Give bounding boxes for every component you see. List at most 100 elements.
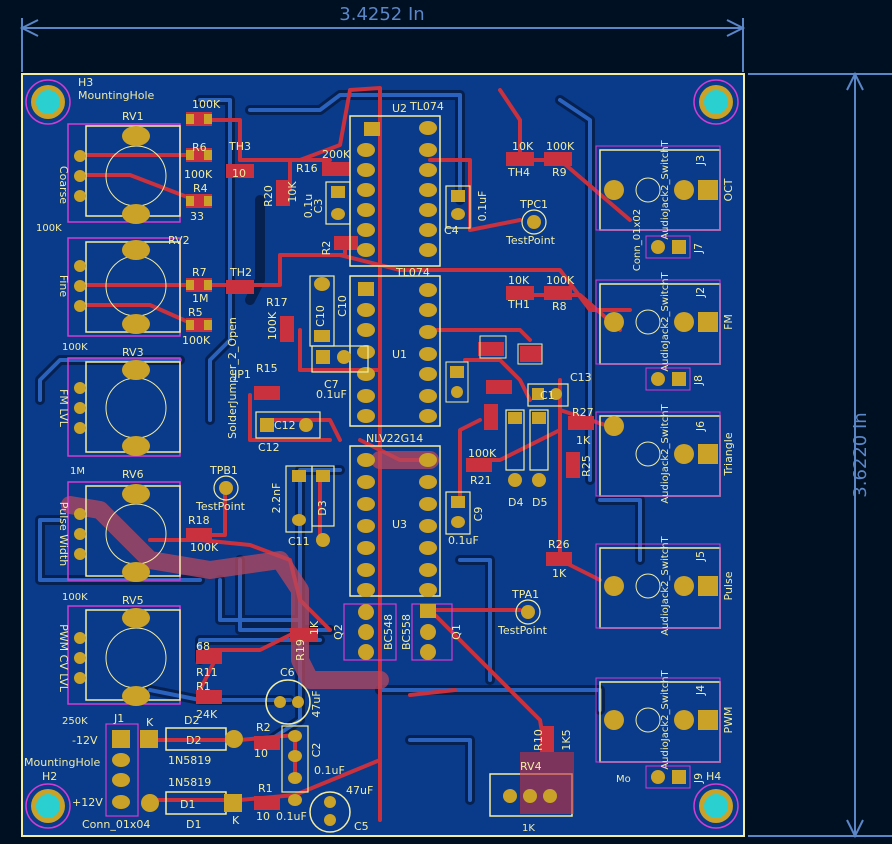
c2-value: 0.1uF	[314, 764, 345, 777]
trimmer-rv4	[489, 752, 574, 817]
c13-value: C1	[540, 389, 555, 402]
potentiometer-rv2	[67, 237, 181, 337]
j1-ref: J1	[113, 712, 124, 725]
plus-12v-label: +12V	[72, 796, 103, 809]
u2-value: TL074	[409, 100, 444, 113]
j5-name: Pulse	[722, 571, 735, 600]
rv1-name: Coarse	[57, 166, 70, 204]
capacitor-c9	[445, 491, 471, 535]
j3-value: AudioJack2_SwitchT	[660, 139, 671, 239]
h3-ref: H3	[78, 76, 93, 89]
th3-ref: TH3	[228, 140, 251, 153]
q1-ref: Q1	[450, 624, 463, 640]
smd-pads-left	[186, 114, 212, 330]
audio-jack-j4	[595, 677, 721, 789]
tpc1-ref: TPC1	[519, 198, 548, 211]
rv5-name: PWM CV LVL	[57, 624, 70, 693]
rv4-ref: RV4	[520, 760, 542, 773]
capacitor-c7	[311, 345, 369, 373]
ic-u3	[349, 445, 441, 597]
d1-cathode: K	[232, 814, 240, 827]
audio-jack-j5	[595, 543, 721, 629]
rv6-ref: RV6	[122, 468, 144, 481]
r3-value: 100K	[192, 98, 221, 111]
h3-value: MountingHole	[78, 89, 155, 102]
jp1-ref: JP1	[233, 368, 251, 381]
d3-ref: D3	[316, 500, 329, 515]
j6-name: Triangle	[722, 432, 735, 476]
r18-ref: R18	[188, 514, 210, 527]
q2-ref: Q2	[332, 624, 345, 640]
q1-value: BC558	[400, 614, 413, 650]
r7-value: 1M	[192, 292, 209, 305]
diode-d2	[140, 727, 243, 751]
j7-ref: J7	[692, 243, 705, 254]
c2-ref: C2	[310, 743, 323, 758]
c3-ref: C3	[312, 199, 325, 214]
tpb1-value: TestPoint	[195, 500, 246, 513]
capacitor-c10	[309, 275, 335, 347]
r18-value: 100K	[190, 541, 219, 554]
r12-ref: R1	[196, 680, 211, 693]
c9-ref: C9	[472, 507, 485, 522]
capacitor-c4	[445, 185, 471, 229]
r6-value: 100K	[184, 168, 213, 181]
r19-value: 1K	[308, 620, 321, 635]
r27-value: 1K	[576, 434, 591, 447]
d5-ref: D5	[532, 496, 547, 509]
rv1-ref: RV1	[122, 110, 144, 123]
c11-value: 2.2nF	[270, 483, 283, 514]
j2-name: FM	[722, 314, 735, 330]
r21b-value: 100K	[468, 447, 497, 460]
d2-ref-top: D2	[184, 714, 199, 727]
d1-value: 1N5819	[168, 776, 211, 789]
h4-ref: H4	[706, 770, 721, 783]
capacitor-c6	[265, 679, 311, 725]
r9-ref: R9	[552, 166, 567, 179]
r11-ref: R11	[196, 666, 218, 679]
r11-value: 68	[196, 640, 210, 653]
j8-ref: J8	[692, 375, 705, 386]
diode-d5	[529, 409, 549, 487]
mounting-hole-h3	[25, 79, 71, 125]
rv3-name: FM LVL	[57, 389, 70, 428]
th3-value: 10	[232, 167, 246, 180]
th1-value: 10K	[508, 274, 530, 287]
d4-ref: D4	[508, 496, 523, 509]
u3-value: NLV22G14	[366, 432, 423, 445]
d2-ref: D2	[186, 734, 201, 747]
r4-ref: R4	[193, 182, 208, 195]
th1-ref: TH1	[507, 298, 530, 311]
c10-ref: C10	[336, 295, 349, 317]
c13-ref: C13	[570, 371, 592, 384]
j4-value: AudioJack2_SwitchT	[660, 669, 671, 769]
j7-value: Conn_01x02	[632, 209, 643, 271]
c9-value: 0.1uF	[448, 534, 479, 547]
tpa1-ref: TPA1	[511, 588, 539, 601]
r16-ref: R16	[296, 162, 318, 175]
j2-value: AudioJack2_SwitchT	[660, 271, 671, 371]
r1-value: 10	[256, 810, 270, 823]
transistor-q1	[411, 603, 453, 661]
r7-ref: R7	[192, 266, 207, 279]
c4-ref: C4	[444, 224, 459, 237]
width-dimension-label: 3.4252 In	[339, 4, 424, 25]
r20-ref: R20	[262, 185, 275, 207]
testpoint-tpc1	[521, 209, 547, 235]
c6-value: 47uF	[310, 690, 323, 717]
width-dimension	[19, 18, 746, 72]
c4-value: 0.1uF	[476, 191, 489, 222]
tpa1-value: TestPoint	[497, 624, 548, 637]
rv3-value: 1M	[70, 466, 85, 477]
audio-jack-j3	[595, 145, 721, 259]
height-dimension	[748, 71, 892, 839]
rv1-value: 100K	[36, 223, 62, 234]
mounting-hole-h4-top	[693, 79, 739, 125]
r25-ref: R25	[580, 455, 593, 477]
h2-ref: H2	[42, 770, 57, 783]
c10-value: C10	[314, 305, 327, 327]
j6-value: AudioJack2_SwitchT	[660, 403, 671, 503]
u2-ref: U2	[392, 102, 407, 115]
r26-value: 1K	[552, 567, 567, 580]
rv2-value: 100K	[62, 342, 88, 353]
